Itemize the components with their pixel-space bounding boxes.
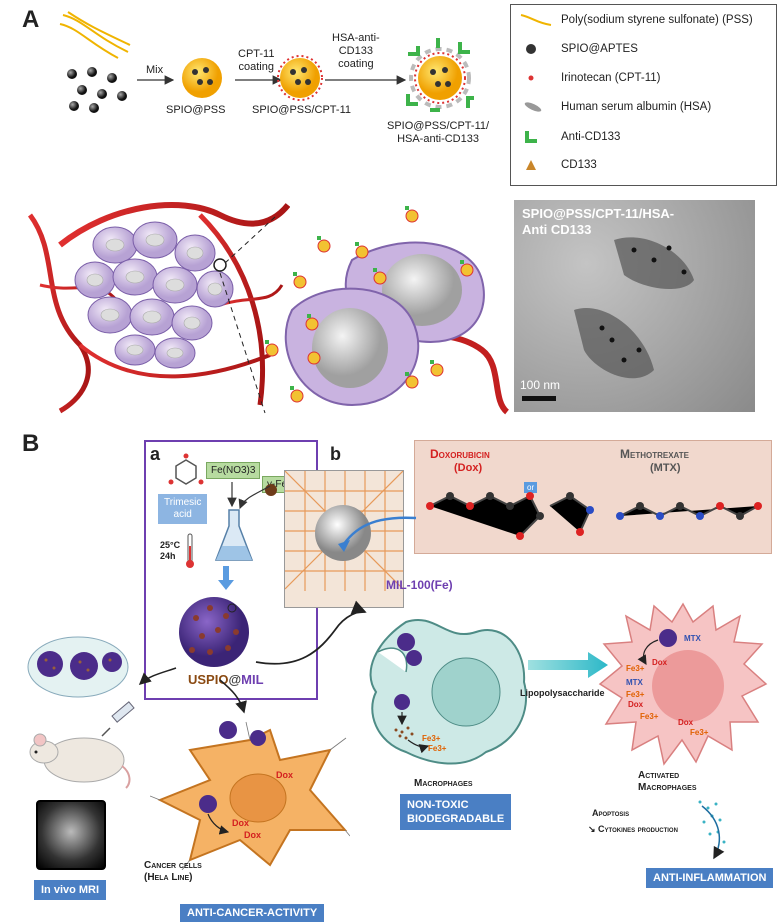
act-fe-label-4: Fe3+ [690,728,709,737]
mri-scan-image [36,800,106,870]
inflammation-dots [698,800,726,860]
synthesis-arrows [218,482,271,590]
cancer-dox-label-3: Dox [244,830,262,840]
macrophages-title: Macrophages [414,778,473,789]
lps-label: Lipopolysaccharide [520,688,605,698]
mil-label: MIL-100(Fe) [386,578,453,592]
non-toxic-tag: NON-TOXIC BIODEGRADABLE [400,794,512,830]
anti-cancer-tag: ANTI-CANCER-ACTIVITY [180,904,325,922]
cancer-cells-title: Cancer cells (Hela Line) [144,860,202,883]
activated-macrophage-illustration [598,602,768,766]
tem-image: SPIO@PSS/CPT-11/HSA- Anti CD133 100 nm [514,200,755,412]
legend-label: Anti-CD133 [561,131,621,143]
spio-final-particle [406,38,474,112]
tem-particles [574,237,694,379]
tem-scale-bar [522,396,556,401]
dox-title: Doxorubicin [430,447,490,461]
at-part: @ [228,672,242,687]
spio-pss-cpt-particle [277,55,323,101]
red-dot-icon [528,75,534,81]
or-label: or [524,482,538,493]
mouse-illustration [29,733,131,789]
panel-a-arrows [137,75,407,85]
panel-b-letter: B [22,430,40,457]
sub-label-b: b [330,444,341,464]
drug-loading-arrow [338,516,417,552]
label-spio-pss-cpt: SPIO@PSS/CPT-11 [252,104,351,116]
black-sphere-icon [526,44,536,54]
grey-ellipse-icon [524,102,542,112]
legend-label: Poly(sodium styrene sulfonate) (PSS) [561,14,753,26]
macrophage-illustration [369,619,527,765]
fe-nitrate-label: Fe(NO3)3 [206,462,261,479]
act-fe-label-2: Fe3+ [626,690,645,699]
lps-arrow [528,652,608,678]
sub-label-a: a [150,444,161,464]
in-vivo-mri-tag: In vivo MRI [34,880,107,900]
flask-icon [214,509,254,561]
tumor-illustration [27,202,290,414]
macrophage-fe-label-2: Fe3+ [428,744,447,753]
label-spio-final: SPIO@PSS/CPT-11/ HSA-anti-CD133 [387,120,490,145]
act-mtx-label-1: MTX [684,634,701,643]
tem-title: SPIO@PSS/CPT-11/HSA- Anti CD133 [522,206,675,237]
molecule-structures [426,492,762,540]
act-mtx-label-2: MTX [626,678,643,687]
hsa-coating-label: HSA-anti- CD133 coating [332,32,380,70]
uspio-part: USPIO [188,672,229,687]
syringe-icon [101,701,135,737]
legend-label: CD133 [561,159,597,171]
act-dox-label-2: Dox [628,700,644,709]
orange-triangle-icon [526,160,536,170]
trimesic-molecule-icon [168,453,204,485]
thermometer-icon [186,533,194,568]
panel-b-arrows [138,600,367,714]
mil-framework-box [284,470,404,608]
act-dox-label-3: Dox [678,718,694,727]
mtx-abbr: (MTX) [650,462,681,474]
cell-zoom-illustration [265,206,510,415]
act-fe-label-1: Fe3+ [626,664,645,673]
label-spio-pss: SPIO@PSS [166,104,226,116]
uspio-mil-sphere [179,597,249,667]
tem-scale-label: 100 nm [520,378,561,392]
uspio-mil-label: USPIO@MIL [188,672,264,687]
mri-nanoparticles-circle [27,636,129,698]
macrophage-fe-label-1: Fe3+ [422,734,441,743]
cytokines-label: ↘ Cytokines production [588,824,678,834]
cancer-dox-label-1: Dox [276,770,294,780]
spio-pss-particle [182,58,222,98]
apoptosis-label: Apoptosis [592,808,630,818]
drug-box [414,440,772,554]
conditions-label: 25°C 24h [160,540,181,561]
act-fe-label-3: Fe3+ [640,712,659,721]
legend: Poly(sodium styrene sulfonate) (PSS) SPI… [510,4,777,186]
mil-framework-graphic [285,471,403,591]
cancer-cell-illustration [150,721,350,870]
act-dox-label-1: Dox [652,658,668,667]
legend-label: SPIO@APTES [561,43,638,55]
cancer-dox-label-2: Dox [232,818,250,828]
mil-part: MIL [241,672,264,687]
anti-inflammation-tag: ANTI-INFLAMMATION [646,868,774,888]
spio-spheres-icon [67,67,127,113]
pss-curve-icon [520,14,552,26]
dox-abbr: (Dox) [454,462,483,474]
activated-title: Activated Macrophages [638,770,697,793]
trimesic-acid-label: Trimesic acid [158,494,208,524]
mix-label: Mix [146,64,164,76]
panel-a-letter: A [22,6,40,33]
cpt-coating-label: CPT-11 coating [238,48,275,73]
legend-label: Irinotecan (CPT-11) [561,72,661,84]
pss-curves-icon [59,11,131,59]
mtx-title: Methotrexate [620,447,689,461]
green-antibody-icon [525,131,537,143]
legend-label: Human serum albumin (HSA) [561,101,712,113]
